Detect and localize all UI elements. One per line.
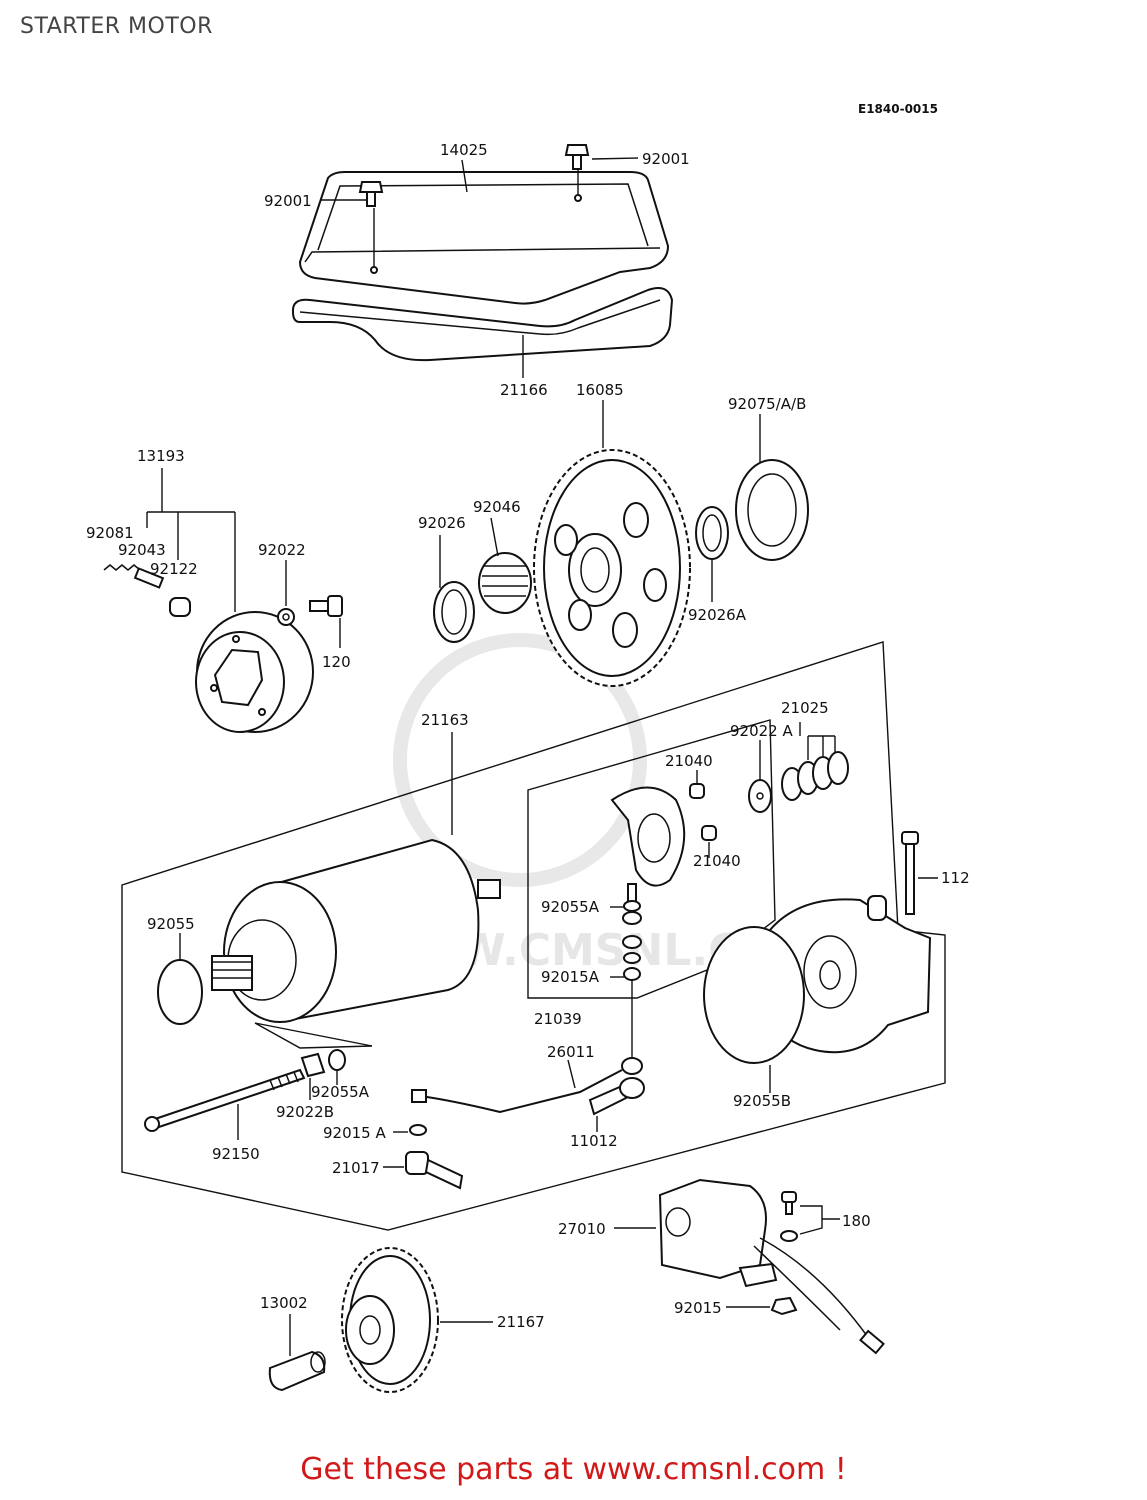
end-cover[interactable]	[760, 895, 932, 1054]
label-21163: 21163	[421, 711, 469, 729]
label-13002: 13002	[260, 1294, 308, 1312]
label-92055A-low: 92055A	[311, 1083, 370, 1101]
idle-gear-21167[interactable]	[341, 1247, 439, 1393]
terminal-21017[interactable]	[405, 1151, 464, 1190]
label-120: 120	[322, 653, 351, 671]
bolt-92001-right[interactable]	[564, 144, 590, 170]
label-26011: 26011	[547, 1043, 595, 1061]
page-title: STARTER MOTOR	[20, 14, 213, 39]
label-92055B: 92055B	[733, 1092, 791, 1110]
label-92055: 92055	[147, 915, 195, 933]
gasket-21166[interactable]	[291, 287, 674, 362]
brush-plate-21039[interactable]	[610, 786, 686, 887]
footer-link-text[interactable]: Get these parts at www.cmsnl.com !	[300, 1452, 847, 1487]
label-21025: 21025	[781, 699, 829, 717]
through-bolt-92150[interactable]	[144, 1068, 306, 1132]
label-92026: 92026	[418, 514, 466, 532]
label-21039: 21039	[534, 1010, 582, 1028]
cover-14025[interactable]	[298, 171, 670, 305]
collar-13002[interactable]	[268, 1350, 326, 1392]
label-92150: 92150	[212, 1145, 260, 1163]
starter-motor-21163[interactable]	[211, 838, 501, 1023]
cable-26011[interactable]	[411, 1057, 643, 1114]
label-92055A-mid: 92055A	[541, 898, 600, 916]
label-92001-right: 92001	[642, 150, 690, 168]
bolt-112[interactable]	[901, 831, 919, 915]
label-14025: 14025	[440, 141, 488, 159]
label-92022: 92022	[258, 541, 306, 559]
oring-92055[interactable]	[157, 959, 203, 1025]
label-21166: 21166	[500, 381, 548, 399]
terminal-11012[interactable]	[588, 1077, 645, 1116]
washer-92026[interactable]	[433, 581, 475, 643]
label-16085: 16085	[576, 381, 624, 399]
label-92046: 92046	[473, 498, 521, 516]
collar-92075[interactable]	[735, 459, 809, 561]
label-92015: 92015	[674, 1299, 722, 1317]
washer-92022[interactable]	[277, 608, 295, 626]
label-92122: 92122	[150, 560, 198, 578]
label-180: 180	[842, 1212, 871, 1230]
washer-92022B[interactable]	[300, 1052, 326, 1078]
terminal-stack-92055A-92015A[interactable]	[622, 883, 642, 981]
label-92075: 92075/A/B	[728, 395, 806, 413]
label-27010: 27010	[558, 1220, 606, 1238]
label-92015A-low: 92015 A	[323, 1124, 386, 1142]
pin-92043[interactable]	[133, 567, 165, 589]
diagram-code: E1840-0015	[858, 102, 938, 116]
exploded-parts-diagram: WWW.CMSNL.COM E1840-0015 14025 92001 920…	[86, 102, 970, 1393]
label-13193: 13193	[137, 447, 185, 465]
label-92022A: 92022 A	[730, 722, 793, 740]
clutch-assembly-13193[interactable]	[195, 611, 314, 733]
washer-92015A-low[interactable]	[409, 1124, 427, 1136]
label-92015A-mid: 92015A	[541, 968, 600, 986]
label-92043: 92043	[118, 541, 166, 559]
label-92081: 92081	[86, 524, 134, 542]
label-112: 112	[941, 869, 970, 887]
gear-16085[interactable]	[533, 449, 691, 687]
label-92001-left: 92001	[264, 192, 312, 210]
screws-180[interactable]	[780, 1191, 798, 1242]
washer-92022A[interactable]	[748, 779, 772, 813]
label-21040-top: 21040	[665, 752, 713, 770]
label-92026A: 92026A	[688, 606, 747, 624]
label-21167: 21167	[497, 1313, 545, 1331]
bolt-92001-left[interactable]	[358, 181, 384, 207]
label-21017: 21017	[332, 1159, 380, 1177]
needle-bearing-92046[interactable]	[478, 552, 532, 614]
washers-21025[interactable]	[781, 751, 849, 801]
brush-21040-top[interactable]	[689, 783, 705, 799]
washer-92026A[interactable]	[695, 506, 729, 560]
oring-92055A-low[interactable]	[328, 1049, 346, 1071]
label-21040-bottom: 21040	[693, 852, 741, 870]
bolt-120[interactable]	[309, 595, 343, 617]
roller-92122[interactable]	[169, 597, 191, 617]
oring-92055B[interactable]	[703, 926, 805, 1064]
label-92022B: 92022B	[276, 1103, 334, 1121]
brush-21040-bottom[interactable]	[701, 825, 717, 841]
spring-92081[interactable]	[103, 564, 141, 571]
nut-92015[interactable]	[770, 1296, 798, 1316]
starter-relay-27010[interactable]	[658, 1178, 885, 1355]
label-11012: 11012	[570, 1132, 618, 1150]
